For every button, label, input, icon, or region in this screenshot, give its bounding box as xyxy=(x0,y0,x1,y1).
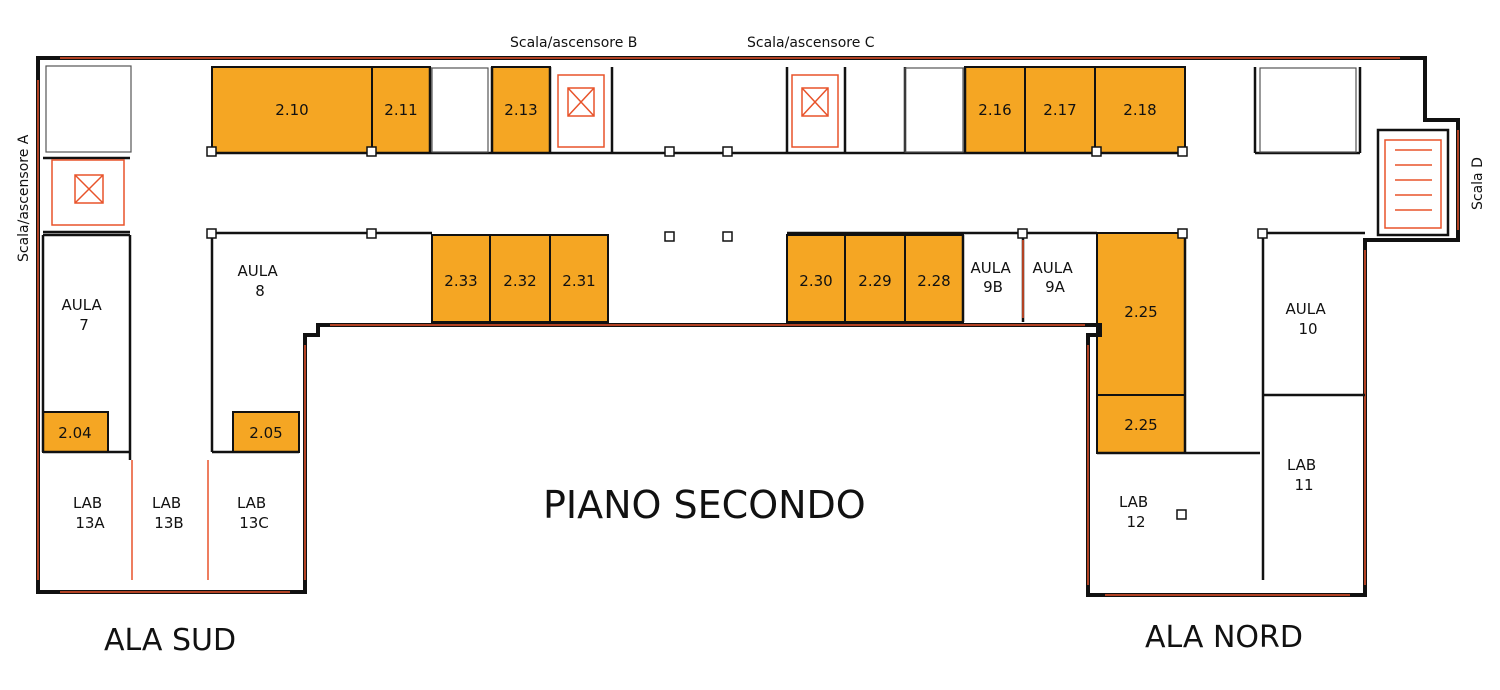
room-2-33[interactable] xyxy=(431,234,491,323)
highlighted-rooms xyxy=(42,66,1186,454)
label-2-28: 2.28 xyxy=(917,272,950,290)
room-2-05[interactable] xyxy=(232,411,300,453)
label-aula-7: AULA 7 xyxy=(62,296,107,334)
room-2-18[interactable] xyxy=(1094,66,1186,154)
label-lab-13b: LAB 13B xyxy=(152,494,186,532)
label-2-10: 2.10 xyxy=(275,101,308,119)
label-aula-9b: AULA 9B xyxy=(971,259,1016,296)
room-labels: 2.10 2.11 2.13 2.16 2.17 2.18 2.33 2.32 … xyxy=(58,101,1331,532)
label-2-33: 2.33 xyxy=(444,272,477,290)
label-stair-d: Scala D xyxy=(1470,157,1486,210)
label-2-11: 2.11 xyxy=(384,101,417,119)
label-lab-11: LAB 11 xyxy=(1287,456,1321,494)
label-2-16: 2.16 xyxy=(978,101,1011,119)
label-2-32: 2.32 xyxy=(503,272,536,290)
label-aula-8: AULA 8 xyxy=(238,262,283,300)
label-lab-12: LAB 12 xyxy=(1119,493,1153,531)
toilets xyxy=(45,65,1357,153)
floor-title: PIANO SECONDO xyxy=(543,483,866,527)
label-stair-b: Scala/ascensore B xyxy=(510,35,637,51)
lab-separators xyxy=(131,240,1024,580)
room-2-31[interactable] xyxy=(549,234,609,323)
window-strips xyxy=(37,57,1459,596)
label-2-29: 2.29 xyxy=(858,272,891,290)
room-2-30[interactable] xyxy=(786,234,846,323)
room-2-10[interactable] xyxy=(211,66,373,154)
label-2-04: 2.04 xyxy=(58,424,91,442)
label-stair-a: Scala/ascensore A xyxy=(16,134,32,262)
label-aula-10: AULA 10 xyxy=(1286,300,1331,338)
room-2-28[interactable] xyxy=(904,234,964,323)
label-aula-9a: AULA 9A xyxy=(1033,259,1078,296)
north-wing-title: ALA NORD xyxy=(1145,620,1303,655)
label-2-13: 2.13 xyxy=(504,101,537,119)
room-2-25-lower[interactable] xyxy=(1096,394,1186,454)
label-stair-c: Scala/ascensore C xyxy=(747,35,875,51)
label-2-17: 2.17 xyxy=(1043,101,1076,119)
label-2-05: 2.05 xyxy=(249,424,282,442)
room-2-11[interactable] xyxy=(371,66,431,154)
label-2-18: 2.18 xyxy=(1123,101,1156,119)
label-2-25-lower: 2.25 xyxy=(1124,416,1157,434)
label-2-25-upper: 2.25 xyxy=(1124,303,1157,321)
stairwells xyxy=(51,74,1442,229)
south-wing-title: ALA SUD xyxy=(104,623,236,658)
label-lab-13c: LAB 13C xyxy=(237,494,271,532)
label-lab-13a: LAB 13A xyxy=(73,494,107,532)
room-2-32[interactable] xyxy=(489,234,551,323)
columns xyxy=(206,146,1268,520)
label-2-30: 2.30 xyxy=(799,272,832,290)
label-2-31: 2.31 xyxy=(562,272,595,290)
